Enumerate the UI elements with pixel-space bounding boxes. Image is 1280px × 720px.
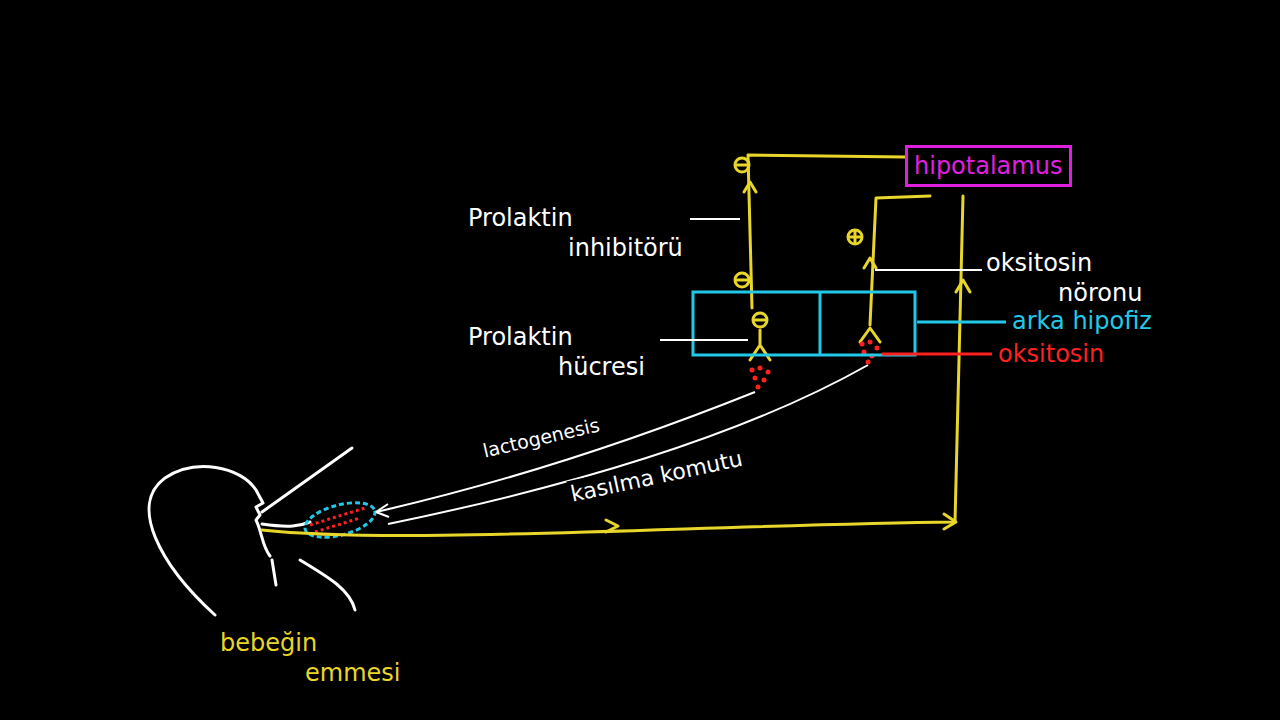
region-name: hipotalamus — [914, 152, 1063, 180]
posterior-pituitary — [693, 292, 1006, 355]
region-box: hipotalamus — [905, 145, 1072, 187]
annotation-label: bebeğin emmesi — [220, 628, 412, 688]
annotation-label: oksitosin nöronu — [986, 248, 1155, 308]
annotation-label: Prolaktin hücresi — [468, 322, 660, 382]
annotation-label: arka hipofiz — [1010, 306, 1154, 336]
hormone-dots — [750, 340, 880, 390]
hormone-paths — [376, 365, 868, 524]
annotation-label: kasılma komutu — [566, 444, 747, 508]
annotation-label: oksitosin — [996, 339, 1106, 369]
baby-head — [149, 448, 355, 615]
annotation-label: Prolaktin inhibitörü — [468, 203, 690, 263]
annotation-label: lactogenesis — [479, 413, 604, 464]
nerve-paths — [262, 155, 970, 536]
